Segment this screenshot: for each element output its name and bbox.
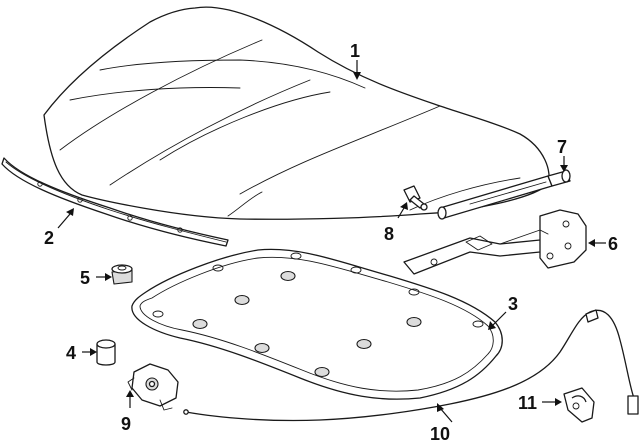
callout-2: 2: [44, 208, 74, 248]
callout-number-6: 6: [608, 234, 618, 254]
callout-number-2: 2: [44, 228, 54, 248]
callout-number-5: 5: [80, 268, 90, 288]
callout-8: 8: [384, 202, 408, 244]
callout-6: 6: [588, 234, 618, 254]
callout-10: 10: [430, 403, 453, 442]
callout-7: 7: [557, 137, 568, 172]
callout-number-10: 10: [430, 424, 450, 442]
callout-3: 3: [488, 294, 518, 330]
insulator-clip-holes: [152, 252, 484, 378]
callout-number-7: 7: [557, 137, 567, 157]
callout-number-1: 1: [350, 41, 360, 61]
callout-1: 1: [350, 41, 361, 80]
insulator-retainer-clip: [111, 264, 133, 285]
callout-4: 4: [66, 343, 97, 363]
hood-panel: [43, 6, 550, 220]
hood-hinge: [403, 209, 587, 275]
hood-release-handle: [563, 387, 595, 423]
hood-seal-strip: [1, 157, 229, 247]
hood-support-strut: [437, 169, 571, 220]
callout-number-4: 4: [66, 343, 76, 363]
strut-ball-stud: [403, 185, 428, 211]
callout-number-3: 3: [508, 294, 518, 314]
callout-11: 11: [518, 393, 562, 413]
callout-5: 5: [80, 268, 112, 288]
callout-number-8: 8: [384, 224, 394, 244]
hood-insulator-pad: [131, 248, 503, 400]
hood-latch: [127, 363, 179, 411]
callout-9: 9: [121, 390, 134, 434]
hood-bumper: [96, 339, 116, 366]
hood-release-cable: [183, 309, 639, 422]
callout-number-11: 11: [518, 393, 537, 413]
callout-number-9: 9: [121, 414, 131, 434]
